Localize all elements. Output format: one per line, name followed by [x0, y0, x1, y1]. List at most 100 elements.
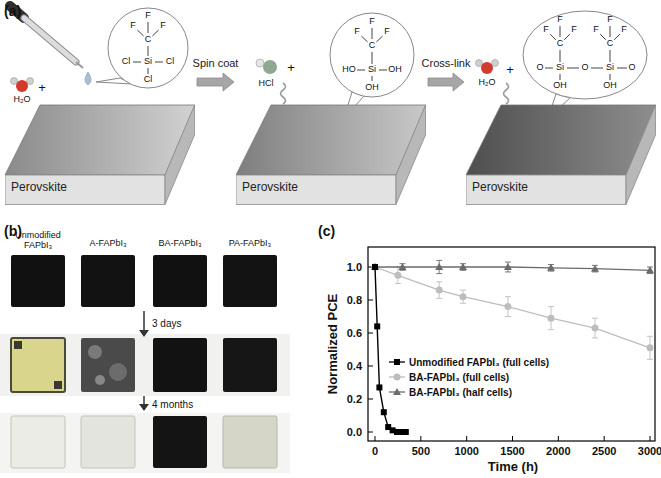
atom-label: C — [607, 39, 614, 49]
slab-label: Perovskite — [242, 181, 298, 194]
slab-side-face — [165, 105, 195, 205]
tick-label: 0 — [372, 445, 378, 457]
data-marker — [371, 263, 379, 270]
line-chart — [368, 247, 655, 441]
slab-side-face — [396, 105, 426, 205]
atom-label: OH — [388, 65, 402, 75]
plus-sign: + — [287, 61, 295, 75]
speech-bubble — [523, 11, 647, 118]
data-line — [375, 267, 650, 348]
speech-bubble — [96, 8, 188, 88]
atom-label: Si — [368, 65, 376, 75]
atom-label: F — [621, 25, 627, 35]
chemical-bond — [357, 70, 365, 71]
hcl-molecule — [256, 59, 277, 74]
water-molecule — [492, 60, 499, 67]
water-molecule — [16, 80, 28, 92]
chemical-bond — [133, 22, 163, 74]
axis-tick — [420, 436, 421, 441]
dropper — [85, 72, 91, 85]
data-marker — [548, 315, 555, 322]
sample-photo — [223, 416, 277, 468]
time-arrow — [143, 396, 145, 405]
chemical-bond — [357, 28, 387, 81]
atom-label: C — [369, 41, 376, 51]
water-molecule — [27, 78, 34, 85]
tick-label: 0.2 — [347, 393, 362, 405]
tick-label: 1000 — [454, 445, 478, 457]
legend-text: BA-FAPbI₃ (half cells) — [409, 387, 512, 398]
axis-tick — [604, 436, 605, 441]
speech-bubble — [330, 13, 414, 97]
data-marker — [646, 266, 654, 273]
error-bar — [505, 296, 511, 297]
data-line — [375, 267, 650, 270]
tick-label: 1500 — [500, 445, 524, 457]
atom-label: F — [593, 25, 599, 35]
chemical-bond — [545, 68, 553, 69]
slab-front-face — [5, 175, 165, 205]
axis-tick — [375, 436, 376, 441]
atom-label: F — [160, 21, 166, 31]
chemical-bond — [148, 22, 149, 33]
chemical-bond — [372, 52, 373, 64]
axis-tick — [650, 436, 651, 441]
chemical-bond — [614, 34, 620, 40]
release-squiggle — [504, 83, 509, 104]
data-marker — [591, 265, 599, 272]
slab-label: Perovskite — [11, 181, 67, 194]
plus-sign: + — [506, 63, 514, 77]
sample-label: Unmodified FAPbI₃ — [6, 231, 70, 251]
sample-photo — [81, 416, 135, 468]
atom-label: F — [384, 27, 390, 37]
tick-label: 0.4 — [347, 360, 362, 372]
atom-label: F — [557, 15, 563, 25]
chemical-bond — [361, 36, 367, 42]
speech-bubble — [523, 11, 647, 99]
dropper — [76, 62, 83, 68]
sample-photo — [54, 381, 62, 389]
tick-label: 0.0 — [347, 426, 362, 438]
plot-frame — [368, 247, 655, 441]
atom-label: O — [628, 63, 635, 73]
time-arrow — [139, 330, 149, 337]
chemical-bond — [550, 34, 556, 40]
data-marker — [647, 344, 654, 351]
sample-photo — [153, 255, 207, 307]
chemical-bond — [372, 76, 373, 81]
sample-photo — [153, 338, 207, 392]
axis-tick — [368, 300, 373, 301]
error-bar — [436, 260, 442, 261]
chemical-bond — [376, 36, 382, 42]
dropper — [10, 6, 91, 85]
slab-front-face — [236, 175, 396, 205]
error-bar — [436, 281, 442, 282]
data-marker — [394, 374, 401, 381]
chemical-bond — [545, 26, 627, 80]
axis-title: Time (h) — [488, 460, 538, 474]
chemical-bond — [148, 68, 149, 74]
tick-label: 0.8 — [347, 294, 362, 306]
atom-label: Si — [606, 63, 614, 73]
chemical-bond — [564, 34, 570, 40]
panel-label: (a) — [4, 4, 21, 19]
axis-title: Normalized PCE — [326, 294, 340, 394]
error-bar — [436, 298, 442, 299]
water-molecule — [481, 62, 493, 74]
sample-photo — [0, 413, 290, 473]
arrow-label: Cross-link — [421, 57, 472, 69]
error-bar — [647, 336, 653, 337]
data-marker — [394, 272, 401, 279]
atom-label: F — [354, 27, 360, 37]
release-squiggle — [281, 83, 286, 104]
chemical-bond — [152, 30, 158, 36]
perovskite-slab: Perovskite — [5, 70, 195, 205]
water-molecule — [476, 60, 483, 67]
axis-tick — [368, 333, 373, 334]
perovskite-slab: Perovskite — [236, 70, 426, 205]
sample-photo — [95, 375, 105, 385]
legend-text: Unmodified FAPbI₃ (full cells) — [409, 357, 549, 368]
molecule-label: HCl — [259, 79, 274, 89]
chemical-bond — [591, 68, 603, 69]
sample-label: BA-FAPbI₃ — [158, 239, 201, 249]
